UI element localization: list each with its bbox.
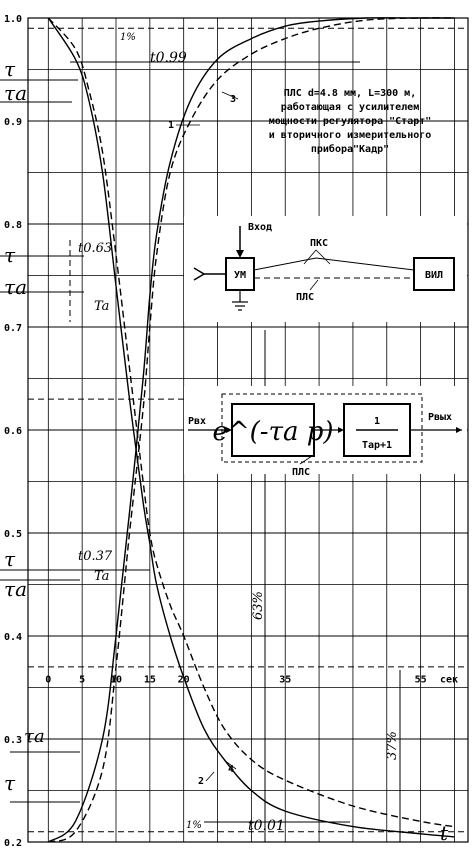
x-axis-symbol: t <box>440 821 449 845</box>
annotation-63pct: 63% <box>251 591 266 620</box>
amplifier-block <box>225 257 255 291</box>
annotation-t063: t0.63 <box>78 241 112 256</box>
series-leader-line <box>221 91 239 100</box>
description-line-3: мощности регулятора "Старт" <box>269 116 432 127</box>
annotation-tau-mid: τ <box>4 243 16 267</box>
y-tick-label: 0.2 <box>4 838 22 849</box>
x-tick-label: 20 <box>178 674 190 685</box>
x-tick-label: 15 <box>144 674 156 685</box>
annotation-t001: t0.01 <box>248 818 285 834</box>
transfer-input-label: Pвх <box>188 416 206 427</box>
y-tick-label: 0.3 <box>4 735 22 746</box>
x-tick-label: 5 <box>79 674 85 685</box>
lag-denominator: Tap+1 <box>362 440 392 451</box>
series-line-2 <box>47 17 455 838</box>
y-tick-label: 0.9 <box>4 117 22 128</box>
y-tick-label: 0.6 <box>4 426 22 437</box>
lag-numerator: 1 <box>374 416 380 427</box>
transfer-output-label: Pвых <box>428 412 452 423</box>
annotation-tau-a-lower: τa <box>4 577 27 601</box>
series-label: 1 <box>168 120 174 131</box>
annotation-t037: t0.37 <box>78 549 113 564</box>
annotation-1pct-top: 1% <box>120 32 136 43</box>
tick-labels: 0.2 0.3 0.4 0.5 0.6 0.7 0.8 0.9 1.0 0 5 10 15 20 35 55 с… <box>4 14 458 849</box>
annotations: 1324t0.99ττa1%ττat0.63Taττat0.37Taτaτt0.… <box>0 27 468 842</box>
annotation-tau-a-upper: τa <box>4 81 27 105</box>
y-tick-label: 1.0 <box>4 14 22 25</box>
x-tick-label: 35 <box>279 674 291 685</box>
series-label: 3 <box>230 94 236 105</box>
y-tick-label: 0.7 <box>4 323 22 334</box>
x-tick-label: 10 <box>110 674 122 685</box>
y-tick-label: 0.8 <box>4 220 22 231</box>
description-line-1: ПЛС d=4.8 мм, L=300 м, <box>284 88 416 99</box>
series-line-4 <box>47 17 455 828</box>
y-tick-label: 0.4 <box>4 632 22 643</box>
x-tick-label: 55 <box>415 674 427 685</box>
x-axis-unit: сек <box>440 674 458 685</box>
schematic-input-label: Вход <box>248 222 272 233</box>
x-tick-label: 0 <box>45 674 51 685</box>
description-block: ПЛС d=4.8 мм, L=300 м, работающая с усил… <box>269 88 432 155</box>
pls-label: ПЛС <box>296 292 314 303</box>
series-line-1 <box>47 17 455 843</box>
annotation-tau-upper: τ <box>4 57 16 81</box>
description-line-4: и вторичного измерительного <box>269 130 432 141</box>
series-label: 2 <box>198 776 204 787</box>
description-line-2: работающая с усилителем <box>281 101 419 113</box>
pks-label: ПКС <box>310 238 328 249</box>
instrument-label: ВИЛ <box>425 270 443 281</box>
series-label: 4 <box>228 764 234 775</box>
annotation-tau-lower: τ <box>4 547 16 571</box>
annotation-tau-a-bottom: τa <box>24 726 45 747</box>
annotation-37pct: 37% <box>385 731 400 760</box>
annotation-Ta-lower: Ta <box>94 569 109 584</box>
description-line-5: прибора"Кадр" <box>311 143 389 155</box>
annotation-1pct-bottom: 1% <box>186 820 202 831</box>
series-leader-line <box>223 759 237 770</box>
delay-expression: e^(-τa p) <box>212 417 333 447</box>
series-leader-line <box>205 771 215 782</box>
annotation-tau-a-mid: τa <box>4 275 27 299</box>
annotation-tau-bottom: τ <box>4 771 16 795</box>
instrument-block <box>413 257 455 291</box>
transfer-pls-label: ПЛС <box>292 467 310 478</box>
amplifier-label: УМ <box>234 270 246 281</box>
y-tick-label: 0.5 <box>4 529 22 540</box>
annotation-t099: t0.99 <box>150 50 187 66</box>
transfer-function-diagram: Pвх e^(-τa p) 1 Tap+1 Pвых ПЛС <box>184 386 467 478</box>
schematic-diagram: Вход УМ ПКС ПЛС ВИЛ <box>184 216 467 322</box>
annotation-Ta-mid: Ta <box>94 299 109 314</box>
